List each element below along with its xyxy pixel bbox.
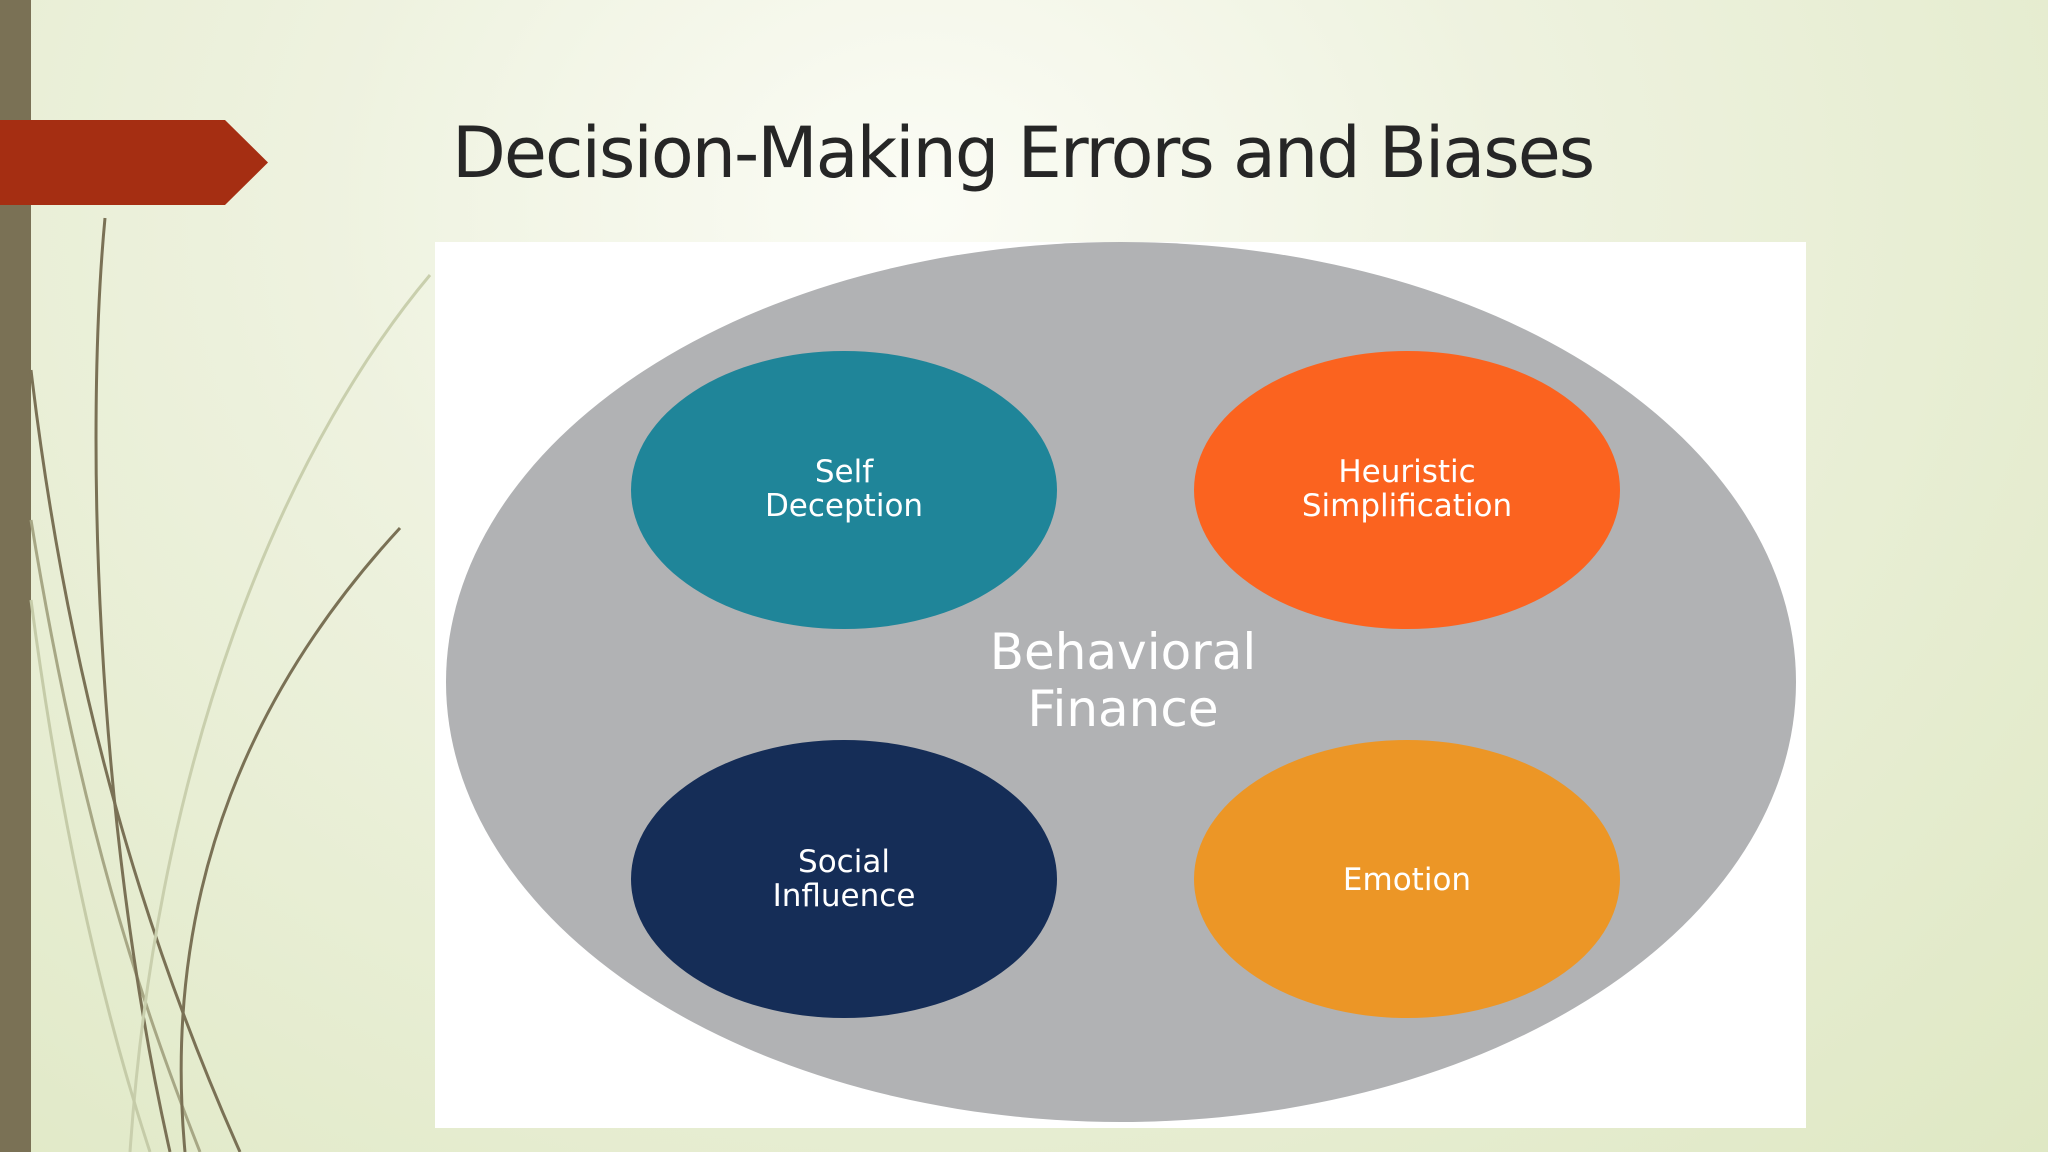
- diagram-panel: Behavioral Finance Self Deception Heuris…: [435, 242, 1806, 1128]
- heuristic-simplification-label-line2: Simplification: [1302, 488, 1512, 524]
- title-arrow-shape: [0, 120, 268, 205]
- slide-title: Decision-Making Errors and Biases: [452, 112, 1595, 194]
- heuristic-simplification-label-line1: Heuristic: [1338, 454, 1475, 490]
- heuristic-simplification-bubble: [1194, 351, 1620, 629]
- self-deception-bubble: [631, 351, 1057, 629]
- center-label-line1: Behavioral: [990, 623, 1257, 681]
- decorative-curves: [29, 217, 432, 1152]
- emotion-bubble: [1194, 740, 1620, 1018]
- emotion-label: Emotion: [1343, 862, 1471, 898]
- social-influence-label-line1: Social: [798, 844, 890, 880]
- self-deception-label-line1: Self: [815, 454, 874, 490]
- center-label-line2: Finance: [1027, 680, 1218, 738]
- behavioral-finance-diagram: Behavioral Finance Self Deception Heuris…: [446, 242, 1796, 1122]
- self-deception-label-line2: Deception: [765, 488, 923, 524]
- social-influence-bubble: [631, 740, 1057, 1018]
- social-influence-label-line2: Influence: [773, 878, 916, 914]
